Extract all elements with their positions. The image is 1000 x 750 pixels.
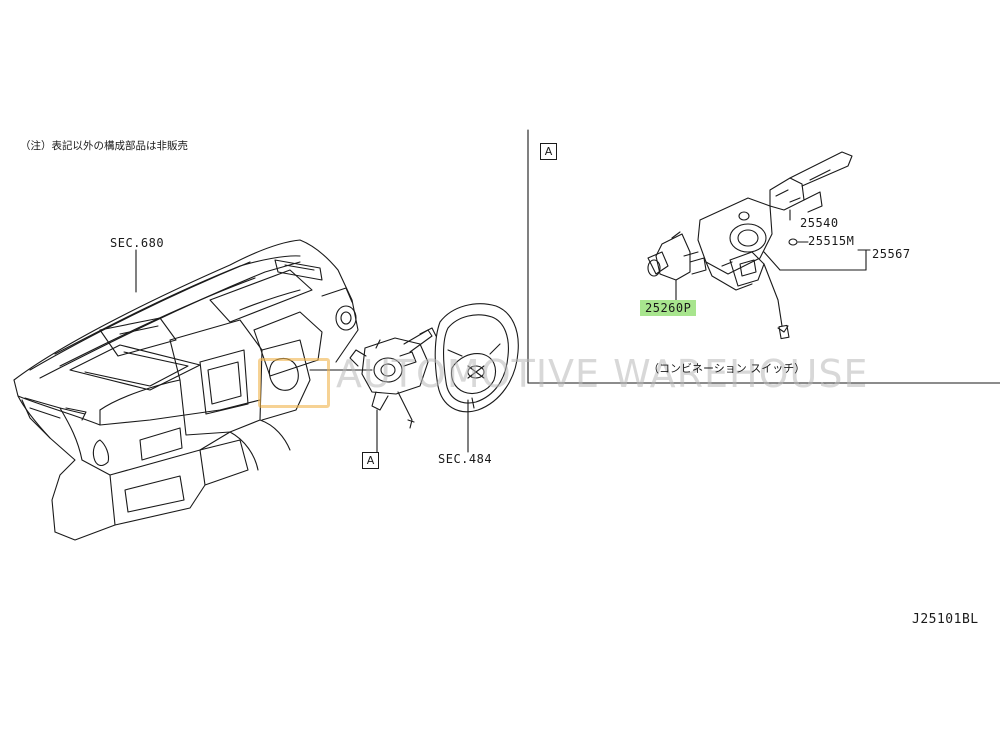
detail-leaders (675, 209, 871, 301)
callout-box-label: A (362, 452, 379, 469)
detail-frame (527, 129, 1000, 384)
combination-switch-small (349, 327, 437, 429)
label-part-25515m[interactable]: 25515M (808, 234, 855, 248)
detail-switch-assembly (647, 151, 853, 340)
detail-caption: （コンビネーション スイッチ） (648, 362, 806, 375)
label-part-25540[interactable]: 25540 (800, 216, 839, 230)
label-sec-484[interactable]: SEC.484 (438, 452, 493, 466)
label-part-25567[interactable]: 25567 (872, 247, 911, 261)
watermark-logo (258, 358, 330, 408)
dashboard-illustration (13, 239, 359, 541)
detail-box-label: A (540, 143, 557, 160)
steering-wheel (434, 303, 519, 413)
label-part-25260p[interactable]: 25260P (640, 300, 697, 316)
watermark-text: AUTOMOTIVE WAREHOUSE (336, 352, 869, 396)
label-sec-680[interactable]: SEC.680 (110, 236, 165, 250)
diagram-code: J25101BL (912, 612, 979, 627)
note-text: （注）表記以外の構成部品は非販売 (20, 140, 188, 152)
